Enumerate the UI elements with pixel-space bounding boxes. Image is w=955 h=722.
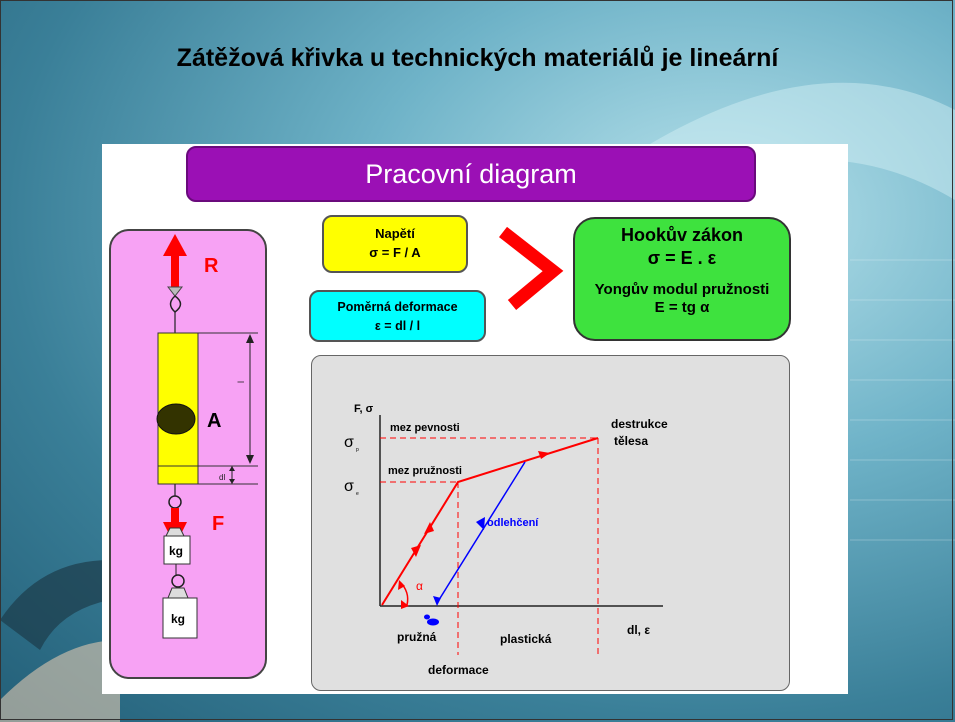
sigma-e-label: σ <box>344 478 354 495</box>
stress-title: Napětí <box>375 226 415 241</box>
clamp-top <box>166 286 184 297</box>
cross-section <box>156 403 196 435</box>
hooke-formula: σ = E . ε <box>647 248 717 268</box>
stress-formula: σ = F / A <box>369 245 421 260</box>
specimen-body <box>157 332 199 467</box>
arrow-head-up <box>163 234 187 256</box>
unloading-line <box>436 461 526 604</box>
stress-box: Napětí σ = F / A <box>322 215 468 273</box>
y-axis-label: F, σ <box>354 403 374 415</box>
strain-box: Poměrná deformace ε = dl / l <box>309 290 486 342</box>
label-elongation: dl <box>219 473 225 482</box>
destruction-label-2: tělesa <box>614 434 648 448</box>
slide-title: Zátěžová křivka u technických materiálů … <box>176 44 779 72</box>
sigma-p-sub: p <box>356 447 359 453</box>
elastic-limit-label: mez pružnosti <box>388 465 462 477</box>
weight-lower <box>162 597 198 639</box>
header-bar: Pracovní diagram <box>186 146 756 202</box>
alpha-label: α <box>416 579 423 593</box>
sigma-e-sub: e <box>356 491 359 497</box>
modulus-formula: E = tg α <box>654 299 710 316</box>
unloading-label: odlehčení <box>487 517 539 529</box>
deformation-label: deformace <box>428 663 489 677</box>
weight-upper-label: kg <box>169 544 183 558</box>
elastic-zone-label: pružná <box>397 630 437 644</box>
sigma-p-label: σ <box>344 434 354 451</box>
header-label: Pracovní diagram <box>365 158 577 189</box>
weight-lower-label: kg <box>171 612 185 626</box>
weight-upper <box>163 535 191 565</box>
strain-title: Poměrná deformace <box>337 300 458 314</box>
label-f: F <box>212 513 224 535</box>
specimen-elongation <box>157 465 199 485</box>
graph-panel <box>311 355 790 691</box>
x-axis-label: dl, ε <box>627 623 650 637</box>
modulus-title: Yongův modul pružnosti <box>594 281 770 298</box>
plastic-zone-label: plastická <box>500 632 552 646</box>
ultimate-strength-label: mez pevnosti <box>390 422 460 434</box>
label-length: l <box>236 381 246 383</box>
label-r: R <box>204 255 219 277</box>
loading-curve <box>381 437 599 606</box>
hooke-title: Hookův zákon <box>620 225 744 245</box>
strain-formula: ε = dl / l <box>374 319 421 333</box>
destruction-label-1: destrukce <box>611 417 668 431</box>
hooke-box: Hookův zákon σ = E . ε Yongův modul pruž… <box>573 217 791 341</box>
label-a: A <box>207 410 221 432</box>
